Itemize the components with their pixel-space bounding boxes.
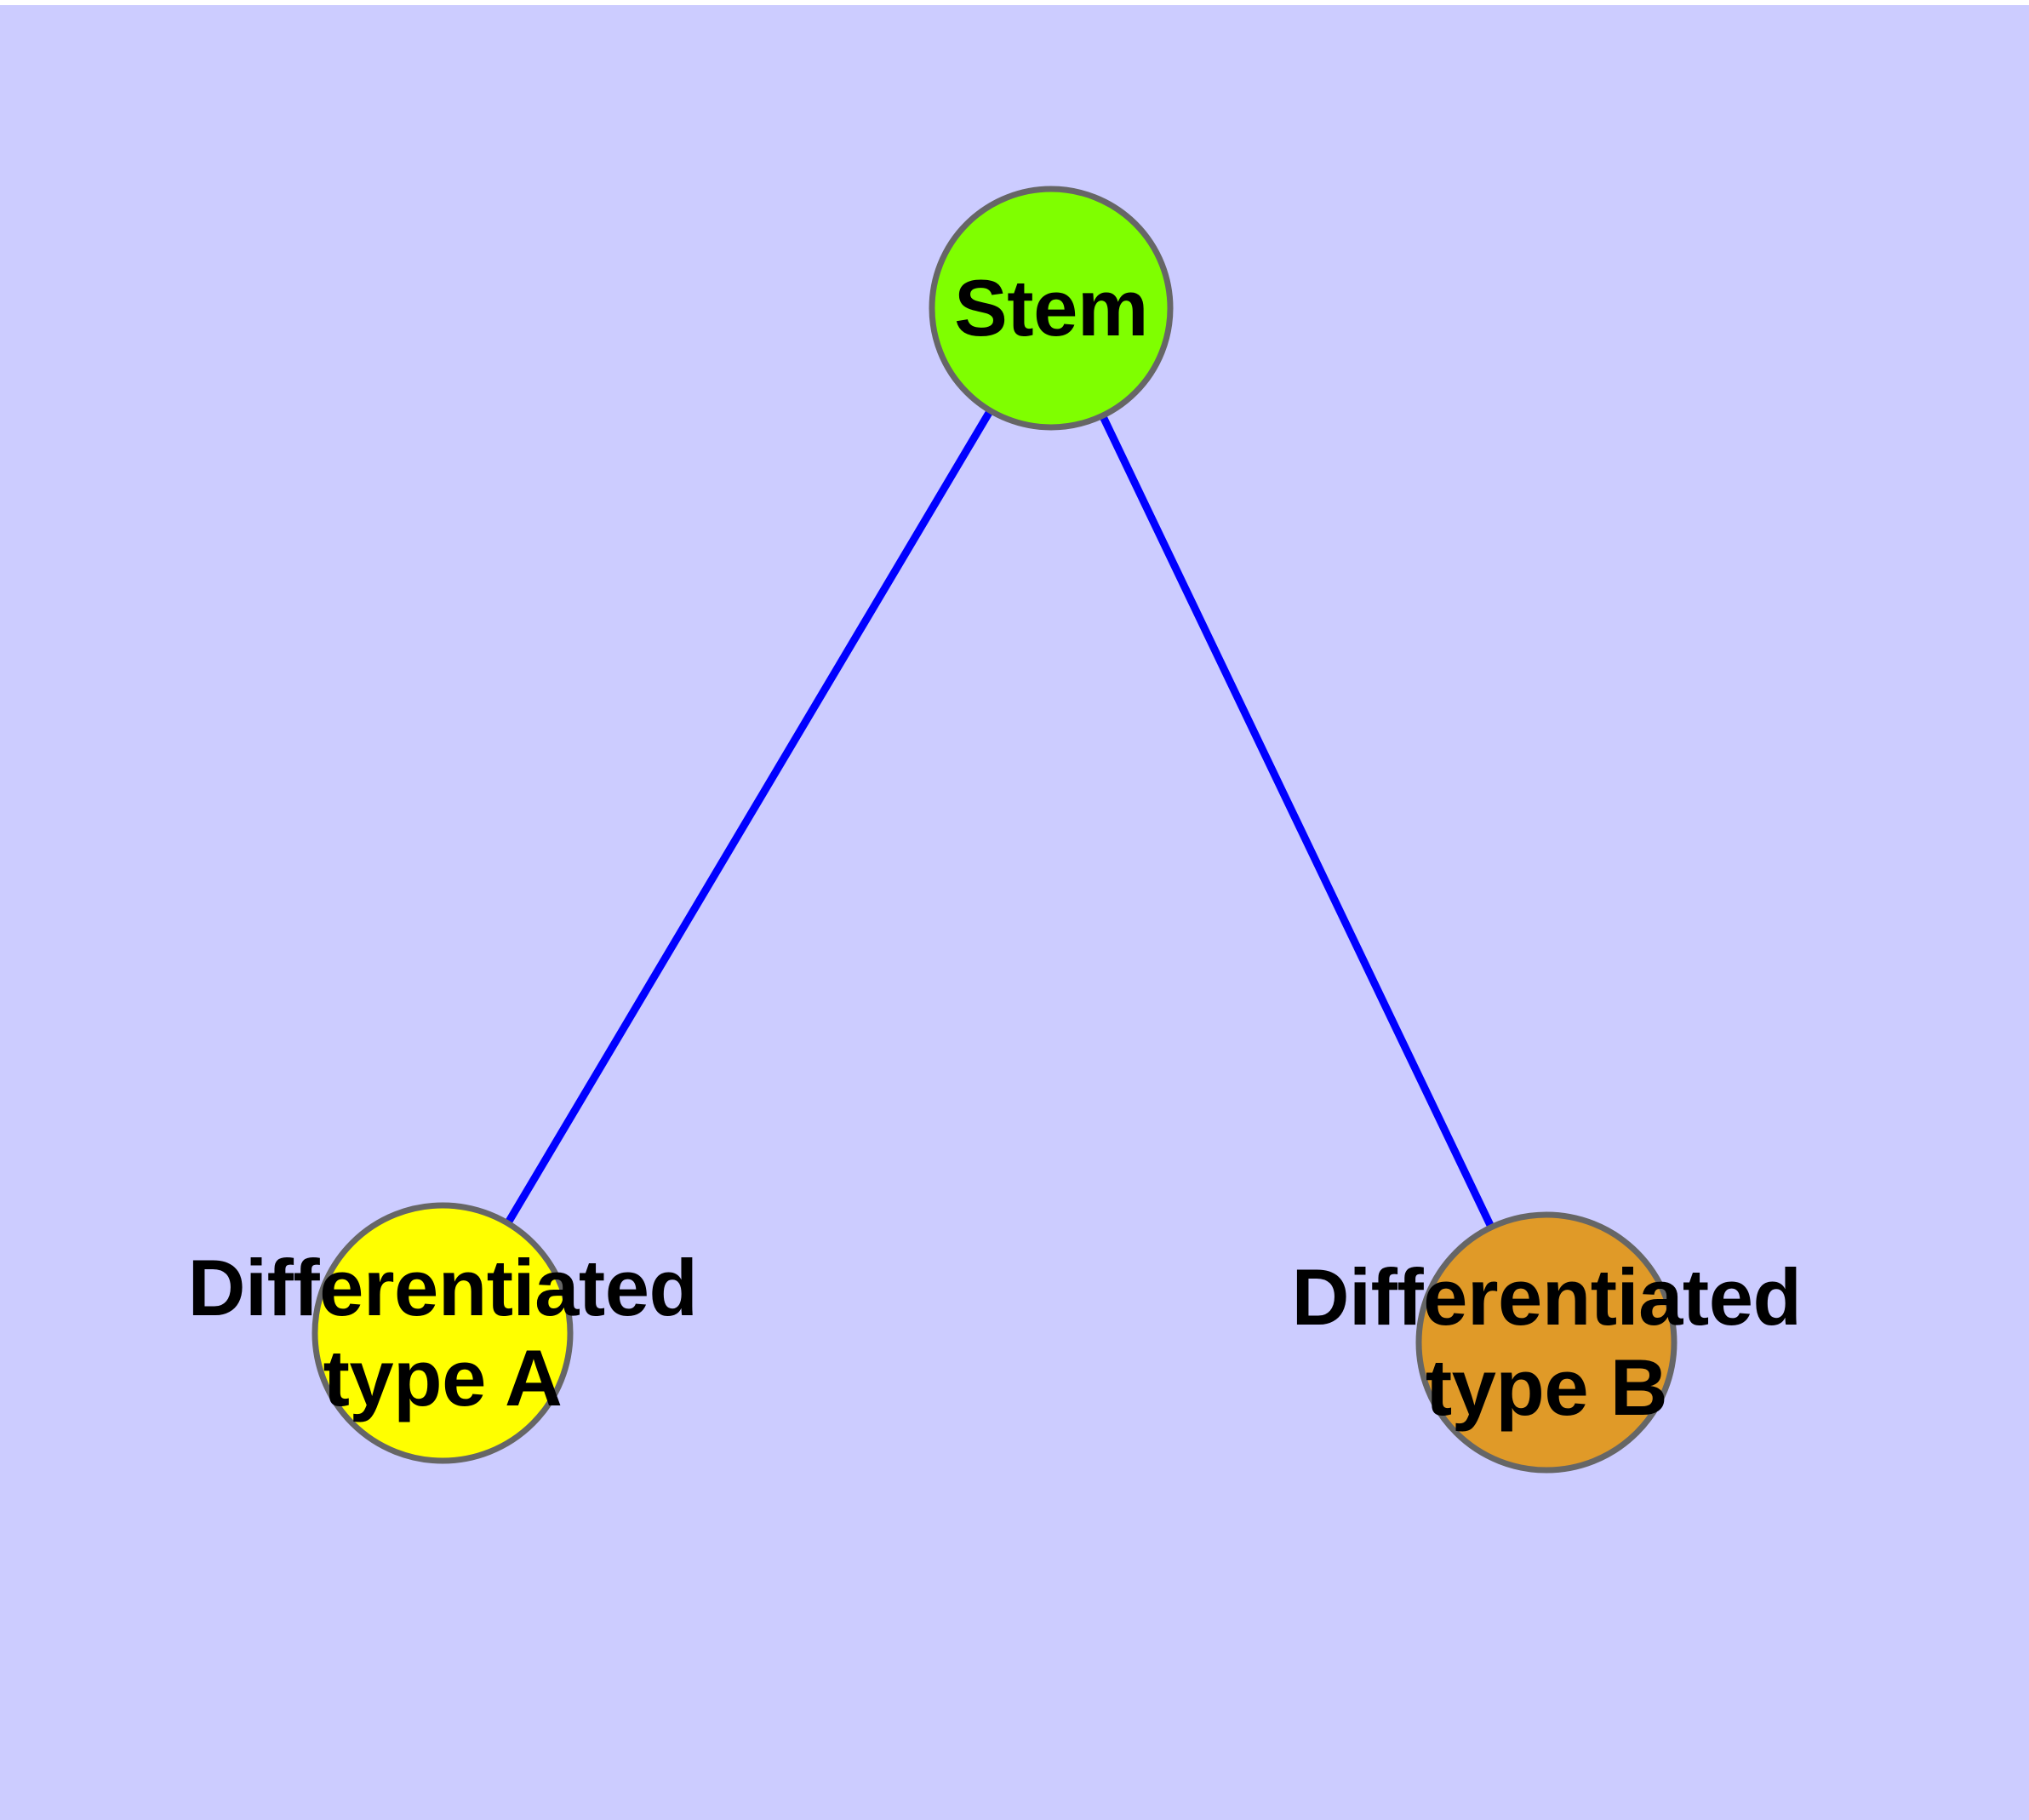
node-layer [311, 186, 1677, 1474]
graph-edge-stem-to-diff_a[interactable] [439, 306, 1055, 1336]
graph-edge-stem-to-diff_b[interactable] [1047, 306, 1551, 1344]
graph-node-diff_b[interactable] [1415, 1211, 1677, 1474]
edge-layer [439, 306, 1551, 1344]
graph-node-diff_a[interactable] [311, 1202, 574, 1464]
graph-node-stem[interactable] [929, 186, 1174, 431]
